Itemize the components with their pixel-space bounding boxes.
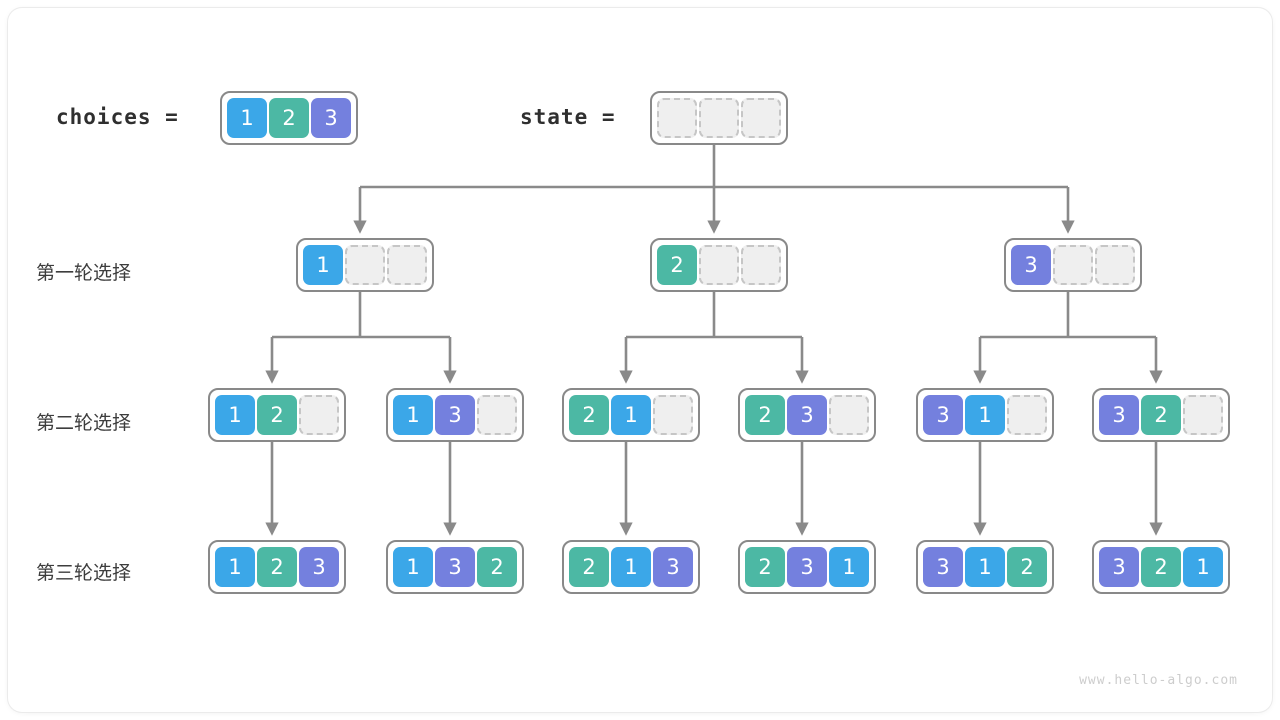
cell: 3 xyxy=(1099,395,1139,435)
round3-node-4: 3 1 2 xyxy=(916,540,1054,594)
state-label: state = xyxy=(520,105,616,129)
cell: 3 xyxy=(923,395,963,435)
cell: 3 xyxy=(435,547,475,587)
round3-node-1: 1 3 2 xyxy=(386,540,524,594)
cell: 2 xyxy=(257,395,297,435)
cell: 2 xyxy=(1141,547,1181,587)
cell: 1 xyxy=(215,395,255,435)
round1-node-1: 2 xyxy=(650,238,788,292)
cell: 2 xyxy=(657,245,697,285)
cell: 1 xyxy=(829,547,869,587)
cell-empty xyxy=(299,395,339,435)
tree-connectors xyxy=(265,134,1163,536)
cell: 2 xyxy=(1141,395,1181,435)
cell: 3 xyxy=(299,547,339,587)
round2-node-2: 2 1 xyxy=(562,388,700,442)
cell-empty xyxy=(345,245,385,285)
cell-empty xyxy=(741,245,781,285)
cell: 2 xyxy=(745,547,785,587)
cell: 2 xyxy=(569,547,609,587)
choices-cell-0: 1 xyxy=(227,98,267,138)
cell-empty xyxy=(829,395,869,435)
round2-node-3: 2 3 xyxy=(738,388,876,442)
cell: 1 xyxy=(965,395,1005,435)
watermark: www.hello-algo.com xyxy=(1079,673,1238,688)
round2-node-0: 1 2 xyxy=(208,388,346,442)
cell: 3 xyxy=(787,395,827,435)
cell-empty xyxy=(699,245,739,285)
cell: 3 xyxy=(435,395,475,435)
choices-cell-1: 2 xyxy=(269,98,309,138)
cell-empty xyxy=(1095,245,1135,285)
state-cell-0 xyxy=(657,98,697,138)
cell: 1 xyxy=(1183,547,1223,587)
round3-node-0: 1 2 3 xyxy=(208,540,346,594)
cell: 1 xyxy=(393,395,433,435)
choices-array: 1 2 3 xyxy=(220,91,358,145)
cell: 1 xyxy=(303,245,343,285)
row-title-round-2: 第二轮选择 xyxy=(36,412,132,434)
round2-node-1: 1 3 xyxy=(386,388,524,442)
choices-cell-2: 3 xyxy=(311,98,351,138)
cell: 3 xyxy=(787,547,827,587)
diagram-card: choices = 1 2 3 state = 第一轮选择 第二轮选择 第三轮选… xyxy=(8,8,1272,712)
round2-node-5: 3 2 xyxy=(1092,388,1230,442)
cell-empty xyxy=(477,395,517,435)
cell: 3 xyxy=(1011,245,1051,285)
cell: 2 xyxy=(745,395,785,435)
round3-node-5: 3 2 1 xyxy=(1092,540,1230,594)
cell: 2 xyxy=(1007,547,1047,587)
cell: 1 xyxy=(611,395,651,435)
row-title-round-3: 第三轮选择 xyxy=(36,562,132,584)
cell: 2 xyxy=(477,547,517,587)
cell-empty xyxy=(1007,395,1047,435)
cell-empty xyxy=(387,245,427,285)
row-title-round-1: 第一轮选择 xyxy=(36,262,132,284)
cell-empty xyxy=(653,395,693,435)
cell: 3 xyxy=(653,547,693,587)
cell: 1 xyxy=(215,547,255,587)
state-array xyxy=(650,91,788,145)
state-cell-1 xyxy=(699,98,739,138)
cell-empty xyxy=(1183,395,1223,435)
cell: 1 xyxy=(965,547,1005,587)
round3-node-3: 2 3 1 xyxy=(738,540,876,594)
cell: 1 xyxy=(611,547,651,587)
cell: 1 xyxy=(393,547,433,587)
round1-node-2: 3 xyxy=(1004,238,1142,292)
round1-node-0: 1 xyxy=(296,238,434,292)
choices-label: choices = xyxy=(56,105,179,129)
cell: 3 xyxy=(923,547,963,587)
cell-empty xyxy=(1053,245,1093,285)
cell: 3 xyxy=(1099,547,1139,587)
state-cell-2 xyxy=(741,98,781,138)
cell: 2 xyxy=(257,547,297,587)
round2-node-4: 3 1 xyxy=(916,388,1054,442)
round3-node-2: 2 1 3 xyxy=(562,540,700,594)
cell: 2 xyxy=(569,395,609,435)
